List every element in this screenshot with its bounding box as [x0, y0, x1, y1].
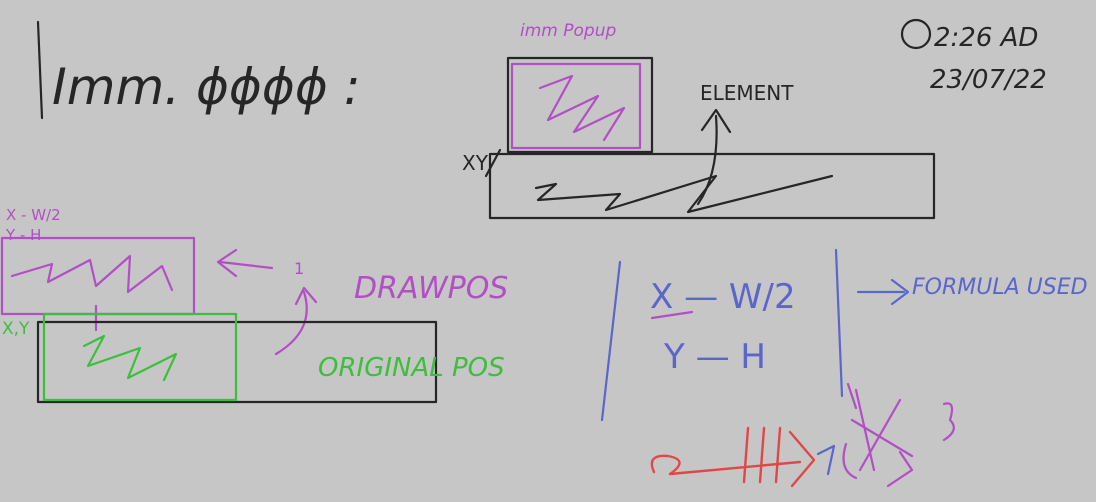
- draw-pos-arrow-shaft: [218, 260, 274, 270]
- anchor-tick: [484, 148, 502, 178]
- left-formula-x: X - W/2: [6, 206, 61, 224]
- heading-stroke: [36, 20, 44, 120]
- left-formula-y: Y - H: [5, 226, 41, 244]
- red-arrow-head: [788, 430, 816, 488]
- popup-box: [510, 62, 642, 150]
- top-diagram: imm Popup XY ELEMENT: [462, 21, 936, 220]
- formula-line-2: Y — H: [663, 337, 766, 377]
- formula-result-label: FORMULA USED: [912, 275, 1088, 300]
- element-arrow-shaft: [696, 114, 718, 206]
- draw-pos-label: DRAWPOS: [354, 271, 508, 306]
- red-arrow-shaft: [650, 454, 802, 476]
- anchor-label-left: X,Y: [2, 319, 30, 339]
- popup-label: imm Popup: [520, 21, 616, 41]
- left-diagram: X - W/2 Y - H 1 DRAWPOS X,Y ORIGINAL POS: [0, 206, 508, 404]
- element-box: [488, 152, 936, 220]
- original-pos-label: ORIGINAL POS: [318, 353, 505, 383]
- original-pos-scribble: [82, 334, 178, 382]
- red-tick-3: [774, 426, 782, 484]
- anchor-label-top: XY: [462, 151, 489, 175]
- bottom-right-doodle: [650, 382, 955, 488]
- purple-doodle: [842, 382, 955, 488]
- formula-underline: [650, 310, 694, 320]
- timestamp-time: 2:26 AD: [934, 23, 1038, 53]
- formula-line-1: X — W/2: [650, 277, 796, 317]
- heading-text: Imm. ϕϕϕϕ :: [52, 58, 361, 116]
- formula-bracket-left: [600, 260, 622, 422]
- original-pos-green-box: [42, 312, 238, 402]
- formula-arrow-head: [890, 278, 910, 306]
- timestamp-group: 2:26 AD 23/07/22: [900, 18, 1047, 95]
- blue-doodle: [816, 444, 836, 476]
- element-scribble: [534, 174, 834, 214]
- formula-box: X — W/2 Y — H FORMULA USED: [600, 248, 1088, 422]
- draw-pos-index: 1: [294, 259, 304, 278]
- formula-bracket-right: [834, 248, 844, 398]
- red-tick-2: [758, 426, 766, 484]
- element-arrow-head: [700, 108, 732, 134]
- element-label: ELEMENT: [700, 81, 794, 105]
- timestamp-date: 23/07/22: [930, 65, 1047, 95]
- popup-outline-black: [506, 56, 654, 154]
- draw-pos-curve-arrow: [274, 290, 308, 356]
- red-tick-1: [742, 426, 750, 484]
- clock-icon: [900, 18, 932, 50]
- draw-pos-arrow-head: [216, 248, 238, 278]
- draw-pos-scribble: [10, 254, 174, 294]
- heading-group: Imm. ϕϕϕϕ :: [36, 20, 361, 120]
- popup-scribble: [538, 74, 626, 142]
- draw-pos-curve-head: [294, 286, 318, 306]
